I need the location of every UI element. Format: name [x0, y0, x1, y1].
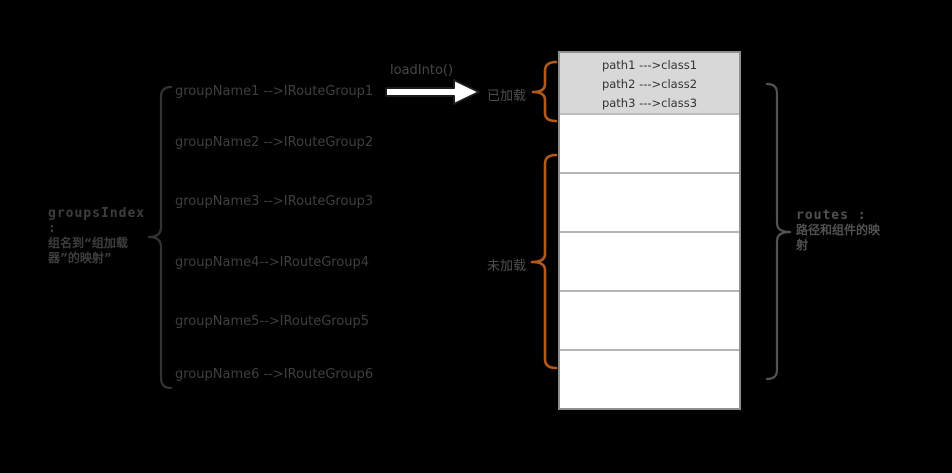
groups-index-desc-line2: 器”的映射”: [48, 251, 112, 265]
table-row-empty: [560, 174, 739, 233]
group-mapping-1: groupName1 -->IRouteGroup1: [175, 84, 374, 99]
groups-index-label: groupsIndex : 组名到“组加载 器”的映射”: [48, 206, 148, 266]
group-mapping-2: groupName2 -->IRouteGroup2: [175, 135, 374, 150]
table-row-empty: [560, 233, 739, 292]
routes-brace-icon: [765, 82, 792, 381]
groups-index-title: groupsIndex: [48, 206, 146, 221]
loadinto-label: loadInto(): [390, 63, 454, 78]
load-arrow-icon: [385, 79, 480, 105]
loaded-brace-icon: [531, 60, 558, 123]
routes-title: routes :: [796, 208, 867, 223]
group-mapping-3: groupName3 -->IRouteGroup3: [175, 194, 374, 209]
unloaded-label: 未加载: [487, 259, 527, 274]
path-mapping-2: path2 --->class2: [601, 77, 698, 91]
table-row-empty: [560, 292, 739, 351]
table-row-empty: [560, 115, 739, 174]
path-mapping-3: path3 --->class3: [601, 96, 698, 110]
routes-label: routes : 路径和组件的映 射: [796, 208, 902, 253]
table-row-empty: [560, 351, 739, 408]
route-table: path1 --->class1 path2 --->class2 path3 …: [558, 51, 741, 410]
groups-brace-icon: [147, 85, 173, 390]
groups-index-colon: :: [48, 221, 57, 236]
path-mapping-1: path1 --->class1: [601, 58, 698, 72]
group-mapping-4: groupName4-->IRouteGroup4: [175, 255, 370, 270]
group-mapping-5: groupName5-->IRouteGroup5: [175, 314, 370, 329]
group-mapping-6: groupName6 -->IRouteGroup6: [175, 367, 374, 382]
routes-desc-line2: 射: [796, 238, 809, 252]
loaded-label: 已加载: [487, 89, 527, 104]
routes-desc-line1: 路径和组件的映: [796, 223, 881, 237]
unloaded-brace-icon: [530, 153, 558, 370]
groups-index-desc-line1: 组名到“组加载: [48, 236, 128, 250]
table-row-loaded: path1 --->class1 path2 --->class2 path3 …: [560, 53, 739, 115]
